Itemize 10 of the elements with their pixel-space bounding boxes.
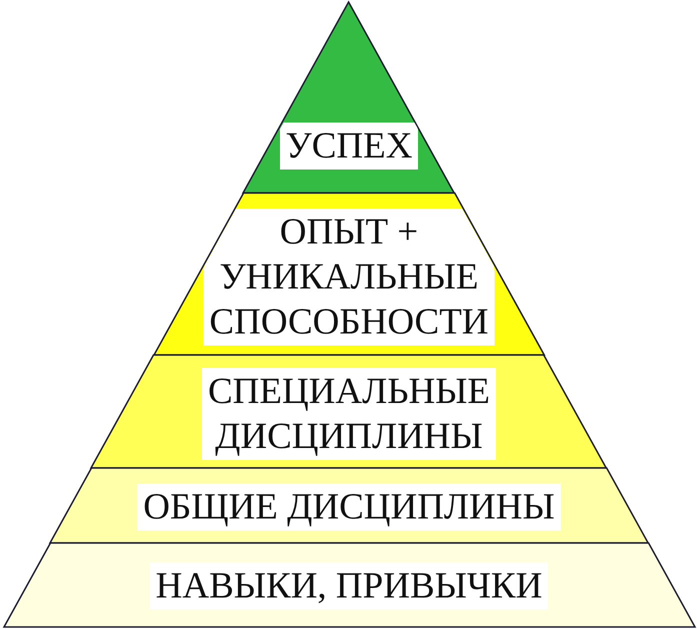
tier-label: СПЕЦИАЛЬНЫЕ ДИСЦИПЛИНЫ xyxy=(202,368,496,460)
tier-label: ОБЩИЕ ДИСЦИПЛИНЫ xyxy=(137,484,561,530)
pyramid-tier xyxy=(91,355,607,468)
tier-label: УСПЕХ xyxy=(280,122,418,170)
pyramid-tier xyxy=(154,193,544,355)
pyramid-tier xyxy=(50,468,648,543)
tier-label: ОПЫТ + УНИКАЛЬНЫЕ СПОСОБНОСТИ xyxy=(203,208,495,346)
pyramid-tier xyxy=(4,543,694,627)
tier-label: НАВЫКИ, ПРИВЫЧКИ xyxy=(150,562,548,610)
pyramid-top-triangle xyxy=(243,2,455,193)
